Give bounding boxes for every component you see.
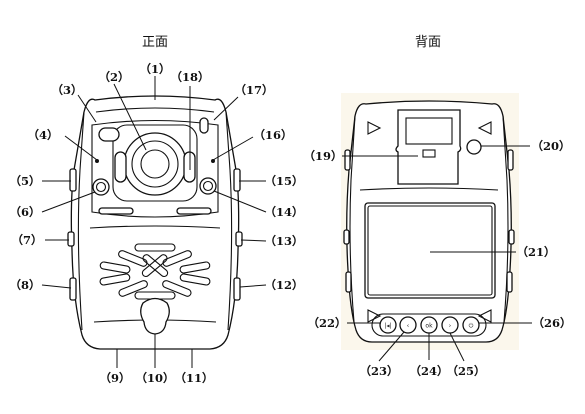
callout-13: （13） [264,234,303,248]
power-icon: ⏻ [469,323,474,330]
front-left-round-button-inner [95,181,107,193]
back-side-left-upper [344,149,351,171]
callout-1: （1） [139,62,170,76]
back-screw [466,139,482,155]
side-button-left-lower[interactable] [69,277,77,301]
callout-10: （10） [135,371,174,385]
back-side-right-middle [508,229,515,245]
back-device: |◂| ‹ ok › ⏻ [341,93,519,350]
back-side-right-upper [507,149,514,171]
back-button-prev[interactable] [399,316,417,334]
callout-24: （24） [409,364,448,378]
front-right-edge [225,111,233,331]
belt-clip [395,109,462,185]
back-side-left-lower [345,271,352,293]
back-side-left-middle [343,229,350,245]
callout-17: （17） [234,83,273,97]
callout-3: （3） [51,83,82,97]
chevron-right-icon: › [449,323,451,330]
back-buttons: |◂| ‹ ok › ⏻ [379,316,480,334]
front-upper-panel [91,119,219,218]
indicator-bar-left [98,207,134,215]
back-right-edge [502,115,509,323]
callout-2: （2） [98,70,129,84]
front-leader-lines [41,76,267,368]
lens-inner-ring [131,140,179,188]
belt-clip-slot [422,149,436,158]
front-top-cap [95,107,215,113]
top-right-slot [199,117,209,134]
callout-15: （15） [264,174,303,188]
callout-12: （12） [264,278,303,292]
callout-21: （21） [516,245,555,259]
front-right-round-button[interactable] [199,177,217,195]
back-button-record[interactable] [379,316,397,334]
callout-19: （19） [303,149,342,163]
callout-14: （14） [264,205,303,219]
callout-23: （23） [359,364,398,378]
callout-4: （4） [27,128,58,142]
speaker-grille [99,243,211,300]
callout-11: （11） [174,371,213,385]
back-divider [359,187,499,191]
back-corner-tab-bottom-right [477,309,492,323]
front-divider [89,225,221,229]
front-left-round-button[interactable] [92,178,110,196]
front-device [67,95,243,350]
top-left-indicator [98,127,120,142]
back-button-power[interactable] [462,316,480,334]
callout-labels: （1） （2） （3） （4） （5） （6） （7） （8） （9） （10）… [9,62,571,385]
callout-7: （7） [11,233,42,247]
side-button-right-lower[interactable] [233,277,241,301]
back-view-title: 背面 [415,35,441,50]
callout-20: （20） [531,139,570,153]
callout-25: （25） [446,364,485,378]
callout-8: （8） [9,278,40,292]
front-right-round-button-inner [202,180,214,192]
back-left-edge [349,115,356,323]
callout-5: （5） [9,174,40,188]
chevron-left-icon: ‹ [407,323,409,330]
back-side-right-lower [506,271,513,293]
lcd-screen-inner [367,205,493,296]
side-button-left-upper[interactable] [69,168,77,192]
microphone-left-icon [95,159,99,163]
back-corner-tab-left [367,121,382,135]
side-button-right-middle[interactable] [235,231,243,247]
back-corner-tab-right [477,121,492,135]
lens-ring [123,132,187,196]
lcd-screen [364,202,496,299]
indicator-bar-right [176,207,212,215]
callout-22: （22） [307,316,346,330]
callout-6: （6） [9,205,40,219]
callout-26: （26） [532,316,571,330]
lens-housing [112,124,198,202]
camera-lens-icon [140,149,170,179]
front-left-edge [77,111,85,331]
callout-9: （9） [99,371,130,385]
bottom-connector[interactable] [140,297,170,335]
side-button-left-middle[interactable] [67,231,75,247]
back-leader-lines [342,145,532,362]
record-icon: |◂| [384,323,391,330]
ok-icon: ok [425,323,433,330]
side-button-right-upper[interactable] [233,168,241,192]
callout-16: （16） [253,128,292,142]
front-view-title: 正面 [142,35,168,50]
belt-clip-inner [405,117,453,145]
ir-light-left [114,151,127,183]
callout-18: （18） [170,70,209,84]
